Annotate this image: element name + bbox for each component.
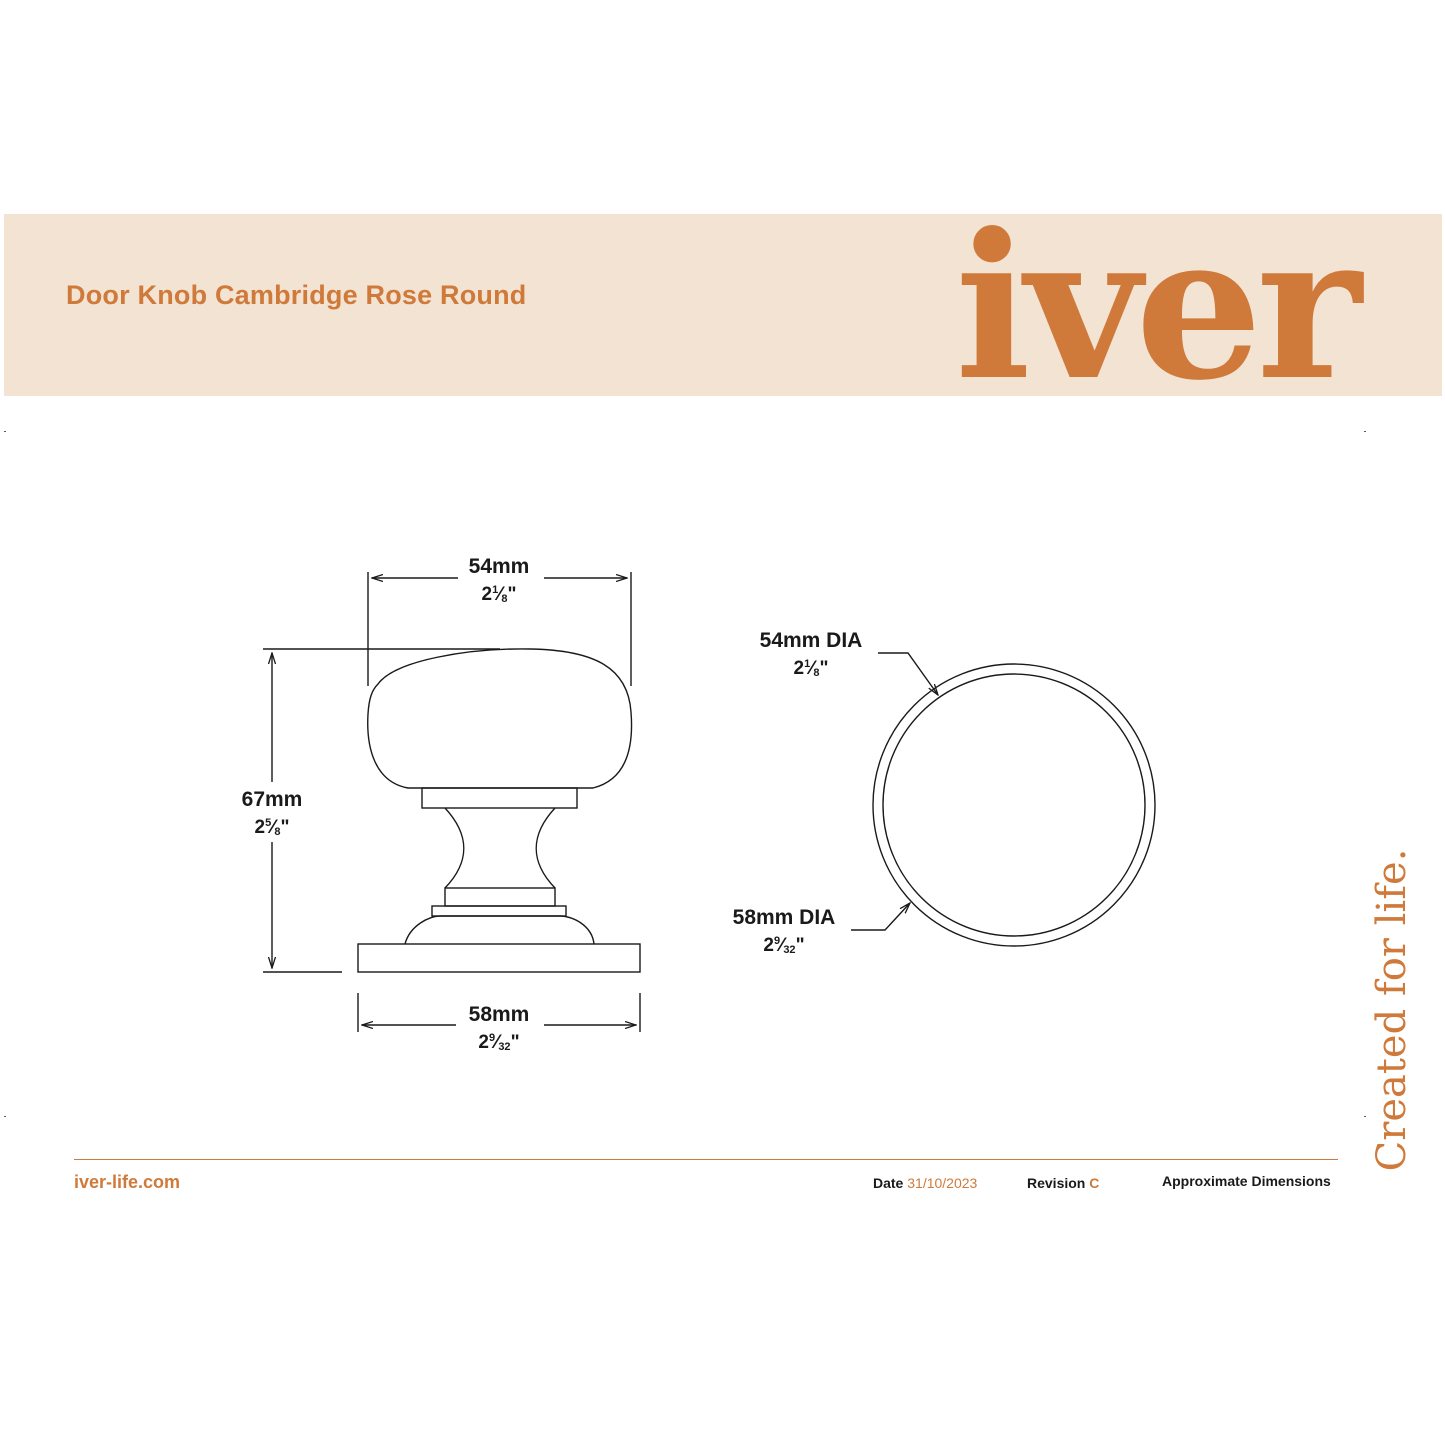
revision-meta: Revision C <box>1027 1175 1099 1191</box>
top-width-inch: 21⁄8" <box>481 584 517 605</box>
knob-dia-leader <box>878 652 938 695</box>
base-width-dimension <box>357 993 641 1032</box>
knob-plan-view <box>872 663 1156 947</box>
crop-mark <box>4 1116 6 1117</box>
height-mm: 67mm <box>241 788 303 811</box>
knob-dia-label: 54mm DIA 21⁄8" <box>741 630 881 679</box>
base-width-label: 58mm 29⁄32" <box>449 1004 549 1053</box>
knob-side-view <box>357 648 641 973</box>
rose-dia-mm: 58mm DIA <box>732 906 836 929</box>
header-banner <box>4 214 1442 396</box>
product-title: Door Knob Cambridge Rose Round <box>66 280 527 310</box>
revision-label: Revision <box>1027 1175 1086 1191</box>
base-width-inch: 29⁄32" <box>478 1032 520 1053</box>
top-width-dimension <box>367 572 632 686</box>
footer-divider <box>74 1159 1338 1160</box>
tagline: Created for life. <box>1369 848 1415 1172</box>
base-width-mm: 58mm <box>468 1003 530 1026</box>
crop-mark <box>4 431 6 432</box>
approx-dimensions-note: Approximate Dimensions <box>1162 1173 1331 1189</box>
date-value: 31/10/2023 <box>907 1175 978 1191</box>
iver-logo: iver <box>955 190 1362 425</box>
rose-dia-label: 58mm DIA 29⁄32" <box>714 907 854 956</box>
website-link[interactable]: iver-life.com <box>74 1172 181 1192</box>
height-inch: 25⁄8" <box>254 817 290 838</box>
knob-dia-inch: 21⁄8" <box>793 658 829 679</box>
crop-mark <box>1364 1116 1366 1117</box>
height-dimension <box>263 648 500 973</box>
revision-value: C <box>1089 1175 1100 1191</box>
date-label: Date <box>873 1175 904 1191</box>
top-width-mm: 54mm <box>468 555 530 578</box>
rose-dia-inch: 29⁄32" <box>763 935 805 956</box>
rose-dia-leader <box>851 903 910 931</box>
crop-mark <box>1364 431 1366 432</box>
height-label: 67mm 25⁄8" <box>222 789 322 838</box>
date-meta: Date 31/10/2023 <box>873 1175 977 1191</box>
top-width-label: 54mm 21⁄8" <box>449 556 549 605</box>
knob-dia-mm: 54mm DIA <box>759 629 863 652</box>
